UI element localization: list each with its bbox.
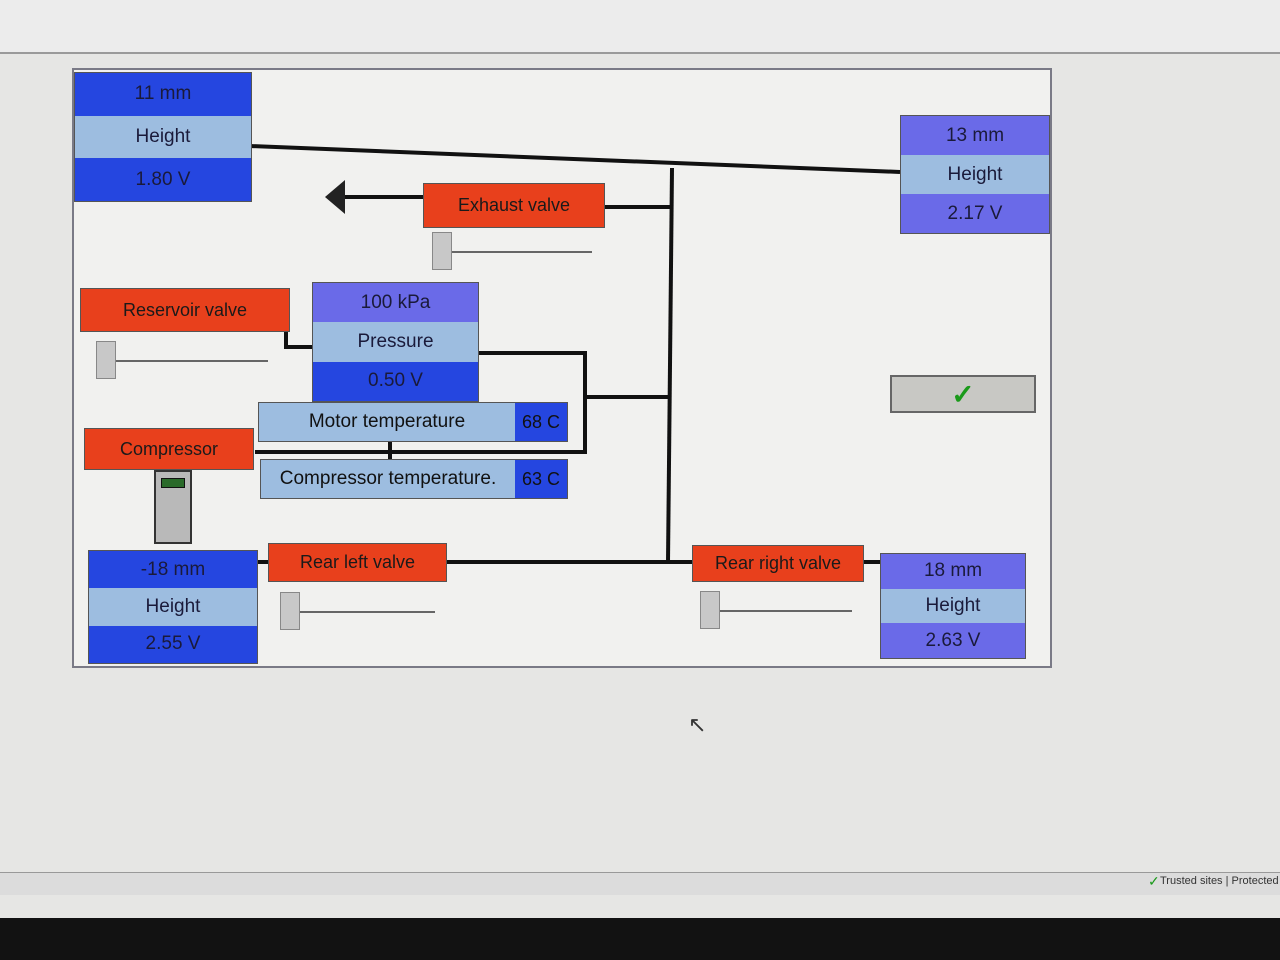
rear-left-valve-slider[interactable] — [280, 592, 435, 630]
pressure-label: Pressure — [313, 322, 478, 362]
security-zone: Trusted sites | Protected — [1160, 875, 1279, 887]
front-right-height-sensor: 13 mm Height 2.17 V — [900, 115, 1050, 234]
compressor[interactable]: Compressor — [84, 428, 254, 470]
slider-thumb[interactable] — [96, 341, 116, 379]
slider-thumb[interactable] — [700, 591, 720, 629]
reservoir-valve[interactable]: Reservoir valve — [80, 288, 290, 332]
front-left-height-label: Height — [75, 115, 251, 159]
rear-right-valve-slider[interactable] — [700, 591, 852, 629]
exhaust-valve-slider[interactable] — [432, 232, 592, 270]
ok-button[interactable]: ✓ — [890, 375, 1036, 413]
reservoir-line — [284, 330, 312, 349]
taskbar — [0, 918, 1280, 960]
front-left-height-mm: 11 mm — [75, 73, 251, 116]
rear-left-height-mm: -18 mm — [89, 551, 257, 589]
front-line — [249, 144, 901, 174]
main-vertical-line — [666, 167, 674, 563]
motor-temperature-label: Motor temperature — [308, 411, 466, 432]
compressor-temperature-value: 63 C — [515, 460, 567, 498]
reservoir-valve-slider[interactable] — [96, 341, 268, 379]
front-right-voltage: 2.17 V — [901, 194, 1049, 233]
exhaust-valve[interactable]: Exhaust valve — [423, 183, 605, 228]
front-right-height-label: Height — [901, 155, 1049, 194]
rear-right-height-sensor: 18 mm Height 2.63 V — [880, 553, 1026, 659]
browser-top-area — [0, 0, 1280, 54]
rear-left-height-label: Height — [89, 588, 257, 626]
pressure-voltage: 0.50 V — [313, 361, 478, 401]
exhaust-arrow-icon — [325, 180, 345, 214]
pressure-value: 100 kPa — [313, 283, 478, 323]
rear-right-voltage: 2.63 V — [881, 623, 1025, 659]
compressor-temperature: Compressor temperature. 63 C — [260, 459, 568, 499]
pressure-line — [255, 351, 587, 454]
rear-right-valve[interactable]: Rear right valve — [692, 545, 864, 582]
rear-right-height-label: Height — [881, 588, 1025, 624]
mouse-cursor-icon: ↖ — [688, 712, 707, 737]
status-bar: ✓ Trusted sites | Protected — [0, 872, 1280, 895]
trusted-check-icon: ✓ — [1148, 873, 1160, 889]
pressure-sensor: 100 kPa Pressure 0.50 V — [312, 282, 479, 402]
rear-left-valve[interactable]: Rear left valve — [268, 543, 447, 582]
front-left-height-sensor: 11 mm Height 1.80 V — [74, 72, 252, 202]
slider-thumb[interactable] — [432, 232, 452, 270]
front-left-voltage: 1.80 V — [75, 158, 251, 202]
rear-right-height-mm: 18 mm — [881, 554, 1025, 589]
rear-left-voltage: 2.55 V — [89, 625, 257, 663]
motor-temperature-value: 68 C — [515, 403, 567, 441]
rear-left-height-sensor: -18 mm Height 2.55 V — [88, 550, 258, 664]
motor-temperature: Motor temperature 68 C — [258, 402, 568, 442]
slider-thumb[interactable] — [280, 592, 300, 630]
front-right-height-mm: 13 mm — [901, 116, 1049, 155]
compressor-temperature-label: Compressor temperature. — [279, 468, 497, 489]
compressor-icon — [154, 470, 192, 544]
